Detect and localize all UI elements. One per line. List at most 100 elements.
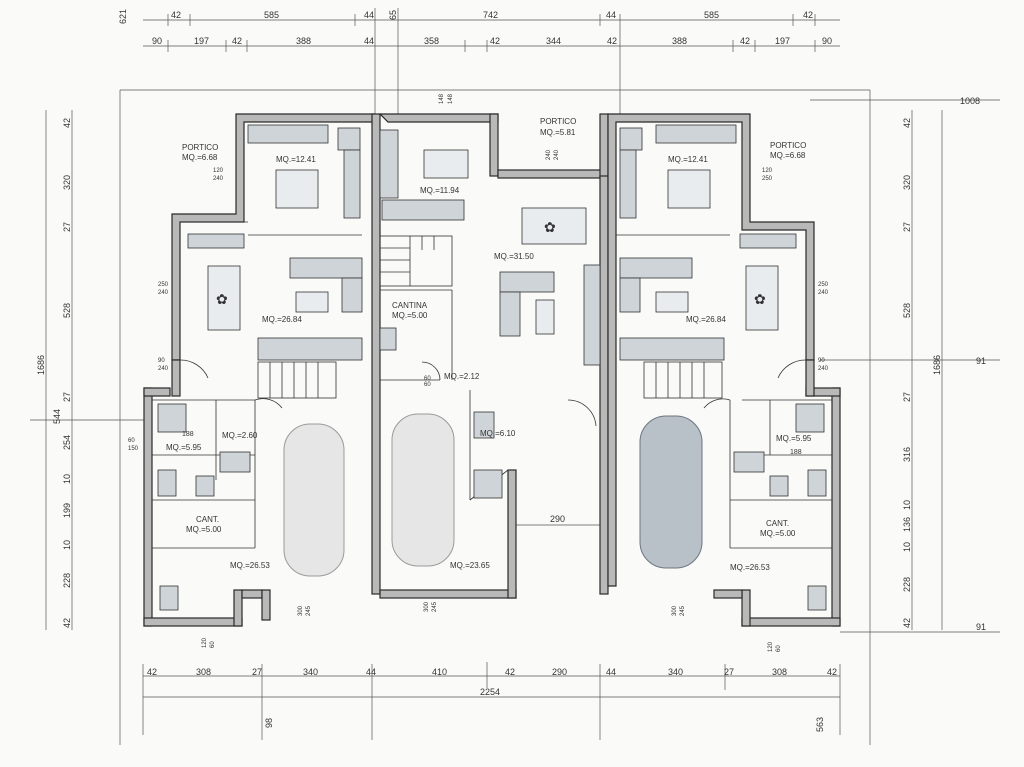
dim-left-v-5: 27 xyxy=(62,392,72,402)
dim-bottom-12: 308 xyxy=(772,667,787,677)
bench-left xyxy=(257,337,363,361)
garage-sink-left xyxy=(159,585,179,611)
dim-top-outer-1: 42 xyxy=(171,10,181,20)
dim-bottom-left-small: 98 xyxy=(264,718,274,728)
coffee-table-mid xyxy=(535,299,555,335)
room-labels: PORTICO MQ.=6.68 MQ.=12.41 MQ.=26.84 MQ.… xyxy=(166,117,812,572)
dim-bottom-8: 290 xyxy=(552,667,567,677)
utility-mid xyxy=(379,327,397,351)
dim-right-v-8: 136 xyxy=(902,517,912,532)
room-area-living-mid: MQ.=31.50 xyxy=(494,252,534,261)
opening-6: 300 xyxy=(298,605,304,616)
dim-top-inner-11: 42 xyxy=(740,36,750,46)
dim-bottom-9: 44 xyxy=(606,667,616,677)
room-area-living-left: MQ.=26.84 xyxy=(262,315,302,324)
dim-right-v-11: 42 xyxy=(902,618,912,628)
opening-15: 120 xyxy=(768,641,774,652)
dim-right-v-10: 228 xyxy=(902,577,912,592)
right-bottom-wall xyxy=(741,617,841,627)
left-outer-wall-low xyxy=(143,387,153,627)
room-area-living-right: MQ.=26.84 xyxy=(686,315,726,324)
opening-9b: 245 xyxy=(432,601,438,612)
room-area-portico-mid: MQ.=5.81 xyxy=(540,128,576,137)
dim-top-inner-3: 42 xyxy=(232,36,242,46)
dim-bottom-total: 2254 xyxy=(480,687,500,697)
dim-right-v-6: 316 xyxy=(902,447,912,462)
opening-10b: 250 xyxy=(762,176,773,182)
dim-top-inner-8: 344 xyxy=(546,36,561,46)
opening-2: 250 xyxy=(158,282,169,288)
dim-right-v-5: 27 xyxy=(902,392,912,402)
mid-corridor-wall xyxy=(507,469,517,599)
room-area-wc-mid: MQ.=2.12 xyxy=(444,372,480,381)
dining-table-mid xyxy=(521,207,587,245)
room-area-bath-right: MQ.=5.95 xyxy=(776,434,812,443)
dim-top-inner-6: 358 xyxy=(424,36,439,46)
dim-left-v-3: 27 xyxy=(62,222,72,232)
left-bottom-wall xyxy=(143,617,243,627)
car-left xyxy=(283,423,345,577)
dim-left-v-2: 320 xyxy=(62,175,72,190)
room-area-kitchen-mid: MQ.=11.94 xyxy=(420,186,460,195)
dim-top-inner-13: 90 xyxy=(822,36,832,46)
opening-1: 120 xyxy=(213,168,224,174)
party-wall-right xyxy=(599,175,609,595)
opening-14b: 245 xyxy=(680,605,686,616)
dim-top-outer-2: 585 xyxy=(264,10,279,20)
opening-13: 188 xyxy=(790,449,802,456)
room-name-cant-left: CANT. xyxy=(196,515,219,524)
table-mid-kitchen xyxy=(423,149,469,179)
dim-bottom-6: 410 xyxy=(432,667,447,677)
coffee-table-left xyxy=(295,291,329,313)
dim-top-inner-7: 42 xyxy=(490,36,500,46)
kitchen-counter-mid xyxy=(379,129,399,199)
toilet-right xyxy=(769,475,789,497)
dim-top-outer-7: 42 xyxy=(803,10,813,20)
plant-icon: ✿ xyxy=(544,219,556,235)
dim-right-v-3: 27 xyxy=(902,222,912,232)
car-right xyxy=(639,415,703,569)
dim-corner-top-mid: 65 xyxy=(388,10,398,20)
room-name-portico-mid: PORTICO xyxy=(540,117,576,126)
party-wall-left xyxy=(371,113,381,595)
furniture: ✿ ✿ ✿ xyxy=(157,124,827,611)
room-name-portico-right: PORTICO xyxy=(770,141,806,150)
dim-bottom-3: 27 xyxy=(252,667,262,677)
dim-right-v-9: 10 xyxy=(902,542,912,552)
dimension-lines: 42 585 44 742 44 585 42 621 65 90 197 42… xyxy=(30,8,1000,745)
mid-bottom-wall xyxy=(379,589,517,599)
opening-7: 120 xyxy=(202,637,208,648)
dim-right-v-2: 320 xyxy=(902,175,912,190)
opening-4b: 150 xyxy=(128,446,139,452)
dim-right-side-2: 91 xyxy=(976,622,986,632)
left-bottom-wall-2 xyxy=(233,589,243,627)
bench-mid xyxy=(583,264,601,366)
door-swings xyxy=(179,359,807,427)
left-lower-gap xyxy=(171,359,181,397)
room-area-bath-mid: MQ.=6.10 xyxy=(480,429,516,438)
middle-unit-walls xyxy=(378,113,499,123)
sink-left xyxy=(157,469,177,497)
dining-table-left-kitchen xyxy=(275,169,319,209)
sink-right xyxy=(807,469,827,497)
dining-table-left xyxy=(207,265,241,331)
cooktop-left xyxy=(337,127,361,151)
dim-bottom-10: 340 xyxy=(668,667,683,677)
dining-table-right-kitchen xyxy=(667,169,711,209)
room-area-kitchen-left: MQ.=12.41 xyxy=(276,155,316,164)
shower-mid xyxy=(473,469,503,499)
toilet-left xyxy=(195,475,215,497)
opening-16b: 60 xyxy=(424,382,431,388)
garage-sink-right xyxy=(807,585,827,611)
kitchen-counter-right xyxy=(655,124,737,144)
opening-16: 60 xyxy=(424,376,431,382)
dim-right-side-1: 91 xyxy=(976,356,986,366)
opening-12: 90 xyxy=(818,358,825,364)
shelf-left xyxy=(187,233,245,249)
stair-middle xyxy=(379,235,453,287)
room-area-cantina-mid: MQ.=5.00 xyxy=(392,311,428,320)
left-mid-wall xyxy=(143,387,171,397)
dim-top-inner-2: 197 xyxy=(194,36,209,46)
room-name-cant-right: CANT. xyxy=(766,519,789,528)
opening-6b: 245 xyxy=(306,605,312,616)
